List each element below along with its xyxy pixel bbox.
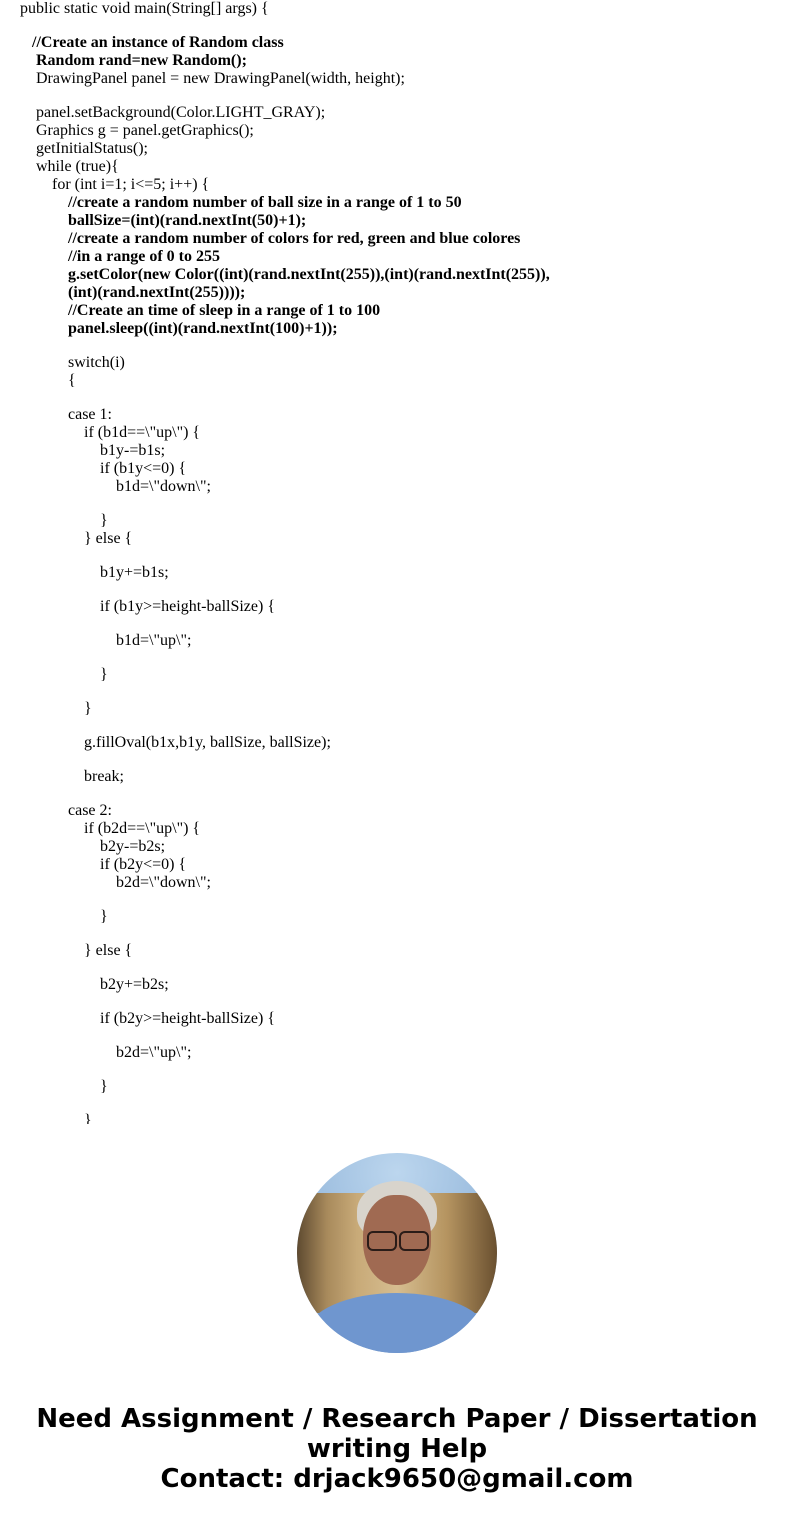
code-line: if (b1d==\"up\") { [84,424,201,441]
code-line: b1y+=b1s; [100,564,169,581]
code-line: Random rand=new Random(); [36,52,247,69]
code-line: break; [84,768,124,785]
banner-line-1: Need Assignment / Research Paper / Disse… [36,1404,758,1434]
code-line: DrawingPanel panel = new DrawingPanel(wi… [36,70,405,87]
code-line: //create a random number of ball size in… [68,194,462,211]
blank-line [0,338,794,354]
code-line: b1y-=b1s; [100,442,166,459]
blank-line [0,88,794,104]
code-line: ballSize=(int)(rand.nextInt(50)+1); [68,212,307,229]
code-line: for (int i=1; i<=5; i++) { [52,176,210,193]
blank-line [0,926,794,942]
banner-line-2: writing Help [306,1434,488,1464]
blank-line [0,752,794,768]
blank-line [0,650,794,666]
code-line: if (b2y>=height-ballSize) { [100,1010,276,1027]
photo-face [363,1195,431,1285]
glasses-icon [367,1231,397,1251]
blank-line [0,960,794,976]
code-line: case 1: [68,406,112,423]
code-line: if (b2y<=0) { [100,856,187,873]
code-line: { [68,372,76,389]
banner-line-3: Contact: drjack9650@gmail.com [160,1464,634,1494]
blank-line [0,786,794,802]
code-line: } [84,1112,92,1124]
code-line: switch(i) [68,354,125,371]
blank-line [0,1062,794,1078]
code-line: b2d=\"down\"; [116,874,211,891]
code-line: } else { [84,530,133,547]
code-line: while (true){ [36,158,119,175]
code-line: getInitialStatus(); [36,140,148,157]
code-snippet: public static void main(String[] args) {… [0,0,794,1124]
blank-line [0,718,794,734]
blank-line [0,582,794,598]
code-line: Graphics g = panel.getGraphics(); [36,122,254,139]
code-line: b2y+=b2s; [100,976,169,993]
code-line: } [100,908,108,925]
blank-line [0,1028,794,1044]
blank-line [0,18,794,34]
code-line: case 2: [68,802,112,819]
blank-line [0,390,794,406]
code-line: } [84,700,92,717]
blank-line [0,994,794,1010]
blank-line [0,548,794,564]
code-line: g.fillOval(b1x,b1y, ballSize, ballSize); [84,734,331,751]
code-line: } [100,666,108,683]
code-line: } [100,1078,108,1095]
blank-line [0,1096,794,1112]
contact-banner: Need Assignment / Research Paper / Disse… [0,1404,794,1494]
code-line: } else { [84,942,133,959]
code-line: panel.setBackground(Color.LIGHT_GRAY); [36,104,326,121]
code-line: (int)(rand.nextInt(255)))); [68,284,246,301]
code-line: if (b1y<=0) { [100,460,187,477]
code-line: //Create an time of sleep in a range of … [68,302,381,319]
code-line: //Create an instance of Random class [32,34,284,51]
code-line: //in a range of 0 to 255 [68,248,220,265]
code-line: b2d=\"up\"; [116,1044,192,1061]
code-line: b1d=\"down\"; [116,478,211,495]
blank-line [0,616,794,632]
code-line: public static void main(String[] args) { [20,0,269,17]
code-line: //create a random number of colors for r… [68,230,521,247]
code-line: } [100,512,108,529]
author-photo [297,1153,497,1353]
blank-line [0,892,794,908]
code-line: b1d=\"up\"; [116,632,192,649]
code-line: if (b2d==\"up\") { [84,820,201,837]
blank-line [0,684,794,700]
code-line: panel.sleep((int)(rand.nextInt(100)+1)); [68,320,338,337]
photo-shirt [307,1293,487,1353]
code-line: b2y-=b2s; [100,838,166,855]
code-line: if (b1y>=height-ballSize) { [100,598,276,615]
blank-line [0,496,794,512]
glasses-icon [399,1231,429,1251]
code-line: g.setColor(new Color((int)(rand.nextInt(… [68,266,550,283]
